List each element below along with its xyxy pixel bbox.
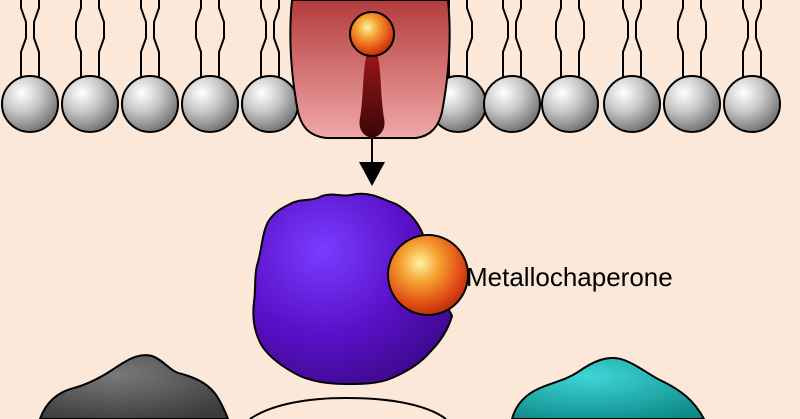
lipid-head — [1, 75, 59, 133]
lipid-tail — [635, 0, 642, 78]
lipid-head — [181, 75, 239, 133]
lipid-tail — [273, 0, 280, 78]
lipid-tail — [153, 0, 160, 78]
transporter-channel — [359, 48, 385, 138]
metallochaperone-protein — [252, 192, 454, 386]
lipid-tail — [140, 0, 147, 78]
lipid-tail — [260, 0, 267, 78]
lipid-head — [541, 75, 599, 133]
membrane-transporter — [289, 0, 451, 139]
lipid-tail — [98, 0, 105, 78]
complex-outline — [249, 396, 447, 419]
lipid-tail — [755, 0, 762, 78]
lipid-tail — [218, 0, 225, 78]
transfer-arrow — [359, 138, 385, 186]
lipid-tail — [742, 0, 749, 78]
lipid-tail — [20, 0, 27, 78]
lipid-tail — [33, 0, 40, 78]
metal-ion — [349, 11, 395, 57]
lipid-head — [241, 75, 299, 133]
metallochaperone-label: Metallochaperone — [466, 262, 673, 292]
lipid-tail — [466, 0, 473, 78]
metal-ion-bound — [387, 234, 469, 316]
lipid-tail — [677, 0, 684, 78]
lipid-head — [603, 75, 661, 133]
lipid-head — [723, 75, 781, 133]
lipid-tail — [622, 0, 629, 78]
lipid-head — [663, 75, 721, 133]
lipid-head — [61, 75, 119, 133]
lipid-tail — [515, 0, 522, 78]
lipid-tail — [555, 0, 562, 78]
lipid-head — [121, 75, 179, 133]
lipid-tail — [700, 0, 707, 78]
lipid-tail — [502, 0, 509, 78]
lipid-head — [483, 75, 541, 133]
teal-protein — [510, 356, 706, 419]
lipid-tail — [75, 0, 82, 78]
lipid-tail — [578, 0, 585, 78]
gray-protein — [38, 354, 230, 419]
lipid-tail — [195, 0, 202, 78]
